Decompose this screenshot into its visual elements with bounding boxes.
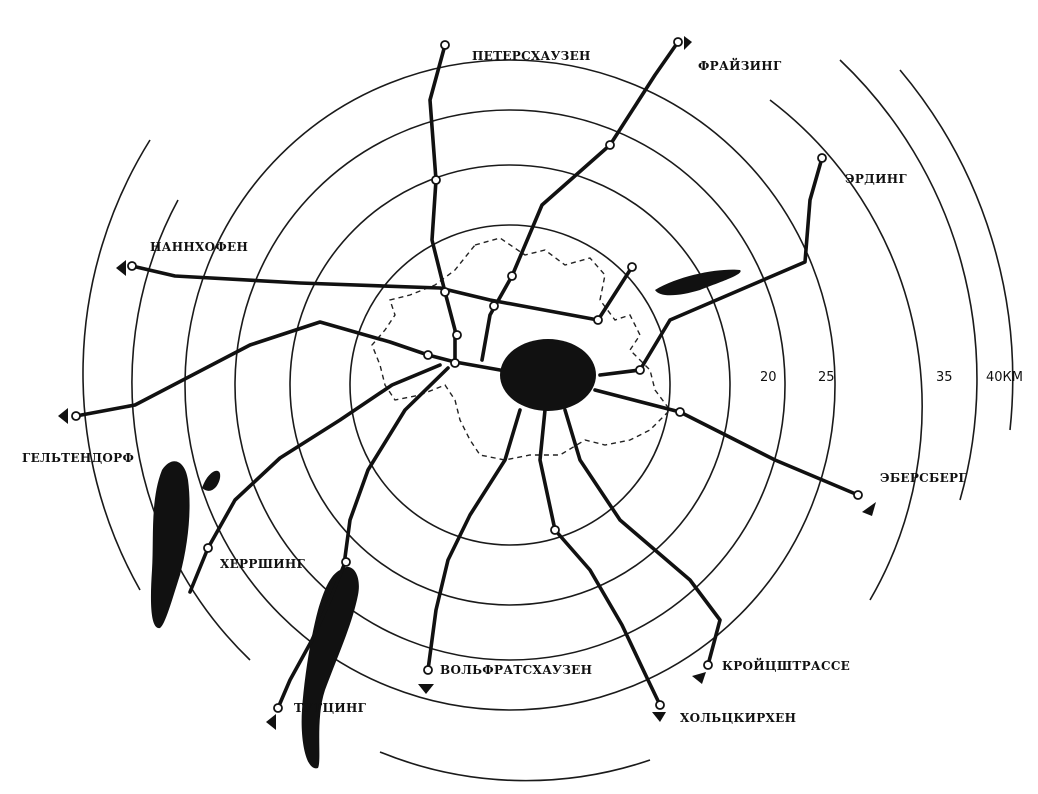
- station-labels: ПЕТЕРСХАУЗЕН ФРАЙЗИНГ ЭРДИНГ НАННХОФЕН Г…: [22, 49, 967, 725]
- arrow-icon: [684, 36, 692, 50]
- ring-inner: [349, 224, 671, 546]
- station-node: [127, 261, 137, 271]
- label-freising: ФРАЙЗИНГ: [698, 57, 782, 73]
- station-node: [431, 175, 441, 185]
- station-node: [605, 140, 615, 150]
- lake-starnberger-see: [301, 566, 359, 769]
- arrow-icon: [652, 712, 666, 722]
- ring-2: [289, 164, 731, 606]
- label-erding: ЭРДИНГ: [845, 172, 907, 186]
- station-node: [655, 700, 665, 710]
- label-geltendorf: ГЕЛЬТЕНДОРФ: [22, 451, 134, 465]
- line-holzkirchen: [538, 408, 662, 707]
- station-node: [71, 411, 81, 421]
- label-petershausen: ПЕТЕРСХАУЗЕН: [472, 49, 591, 63]
- stations: [71, 37, 863, 713]
- line-petershausen: [428, 43, 457, 367]
- station-node: [673, 37, 683, 47]
- ring-5-arc-bottom: [379, 751, 651, 782]
- line-kreuzstrasse: [563, 408, 722, 667]
- label-wolfratshausen: ВОЛЬФРАТСХАУЗЕН: [440, 663, 592, 677]
- ring-4: [184, 59, 836, 711]
- station-node: [675, 407, 685, 417]
- line-tutzing: [276, 366, 450, 710]
- ring-5-arc-left: [131, 199, 251, 661]
- station-node: [550, 525, 560, 535]
- label-tutzing: ТУТЦИНГ: [294, 701, 367, 715]
- line-nannhofen: [130, 264, 634, 322]
- arrow-icon: [266, 714, 276, 730]
- lake-ammersee: [150, 461, 190, 629]
- label-kreuzstrasse: КРОЙЦШТРАССЕ: [722, 657, 850, 673]
- station-node: [440, 40, 450, 50]
- arrow-icon: [692, 672, 706, 684]
- station-node: [627, 262, 637, 272]
- station-node: [423, 350, 433, 360]
- station-node: [489, 301, 499, 311]
- distance-label-20: 20: [760, 370, 777, 385]
- distance-label-35: 35: [936, 370, 953, 385]
- ring-5-arc-right: [769, 99, 923, 601]
- station-node: [450, 358, 460, 368]
- station-node: [635, 365, 645, 375]
- line-wolfratshausen: [426, 408, 522, 672]
- station-node: [423, 665, 433, 675]
- station-node: [593, 315, 603, 325]
- line-erding: [598, 156, 824, 377]
- lakes: [150, 269, 741, 769]
- label-ebersberg: ЭБЕРСБЕРГ: [880, 471, 967, 485]
- station-node: [452, 330, 462, 340]
- station-node: [273, 703, 283, 713]
- arrow-icon: [862, 502, 876, 516]
- lake-small-west: [202, 470, 221, 491]
- distance-rings: [82, 59, 1014, 782]
- rail-lines: [74, 40, 860, 710]
- line-freising: [480, 40, 680, 362]
- line-geltendorf: [74, 320, 502, 418]
- arrow-icon: [58, 408, 68, 424]
- line-ebersberg: [593, 388, 860, 497]
- station-node: [507, 271, 517, 281]
- label-nannhofen: НАННХОФЕН: [150, 240, 248, 254]
- station-node: [703, 660, 713, 670]
- label-herrsching: ХЕРРШИНГ: [220, 557, 305, 571]
- label-holzkirchen: ХОЛЬЦКИРХЕН: [680, 711, 796, 725]
- distance-labels: 20 25 35 40КМ: [760, 370, 1023, 385]
- ring-6-arc-right: [839, 59, 978, 501]
- arrow-icon: [418, 684, 434, 694]
- city-center: [500, 339, 596, 411]
- station-node: [341, 557, 351, 567]
- ring-6-arc-far: [899, 69, 1014, 431]
- arrow-icon: [116, 260, 126, 276]
- lake-east: [655, 269, 741, 296]
- station-node: [440, 287, 450, 297]
- terminus-arrows: [58, 36, 876, 730]
- distance-label-40: 40КМ: [986, 370, 1023, 385]
- ring-3: [234, 109, 786, 661]
- station-node: [817, 153, 827, 163]
- city-boundary: [371, 237, 671, 461]
- station-node: [203, 543, 213, 553]
- ring-6-arc-left: [82, 139, 151, 591]
- station-node: [853, 490, 863, 500]
- distance-label-25: 25: [818, 370, 835, 385]
